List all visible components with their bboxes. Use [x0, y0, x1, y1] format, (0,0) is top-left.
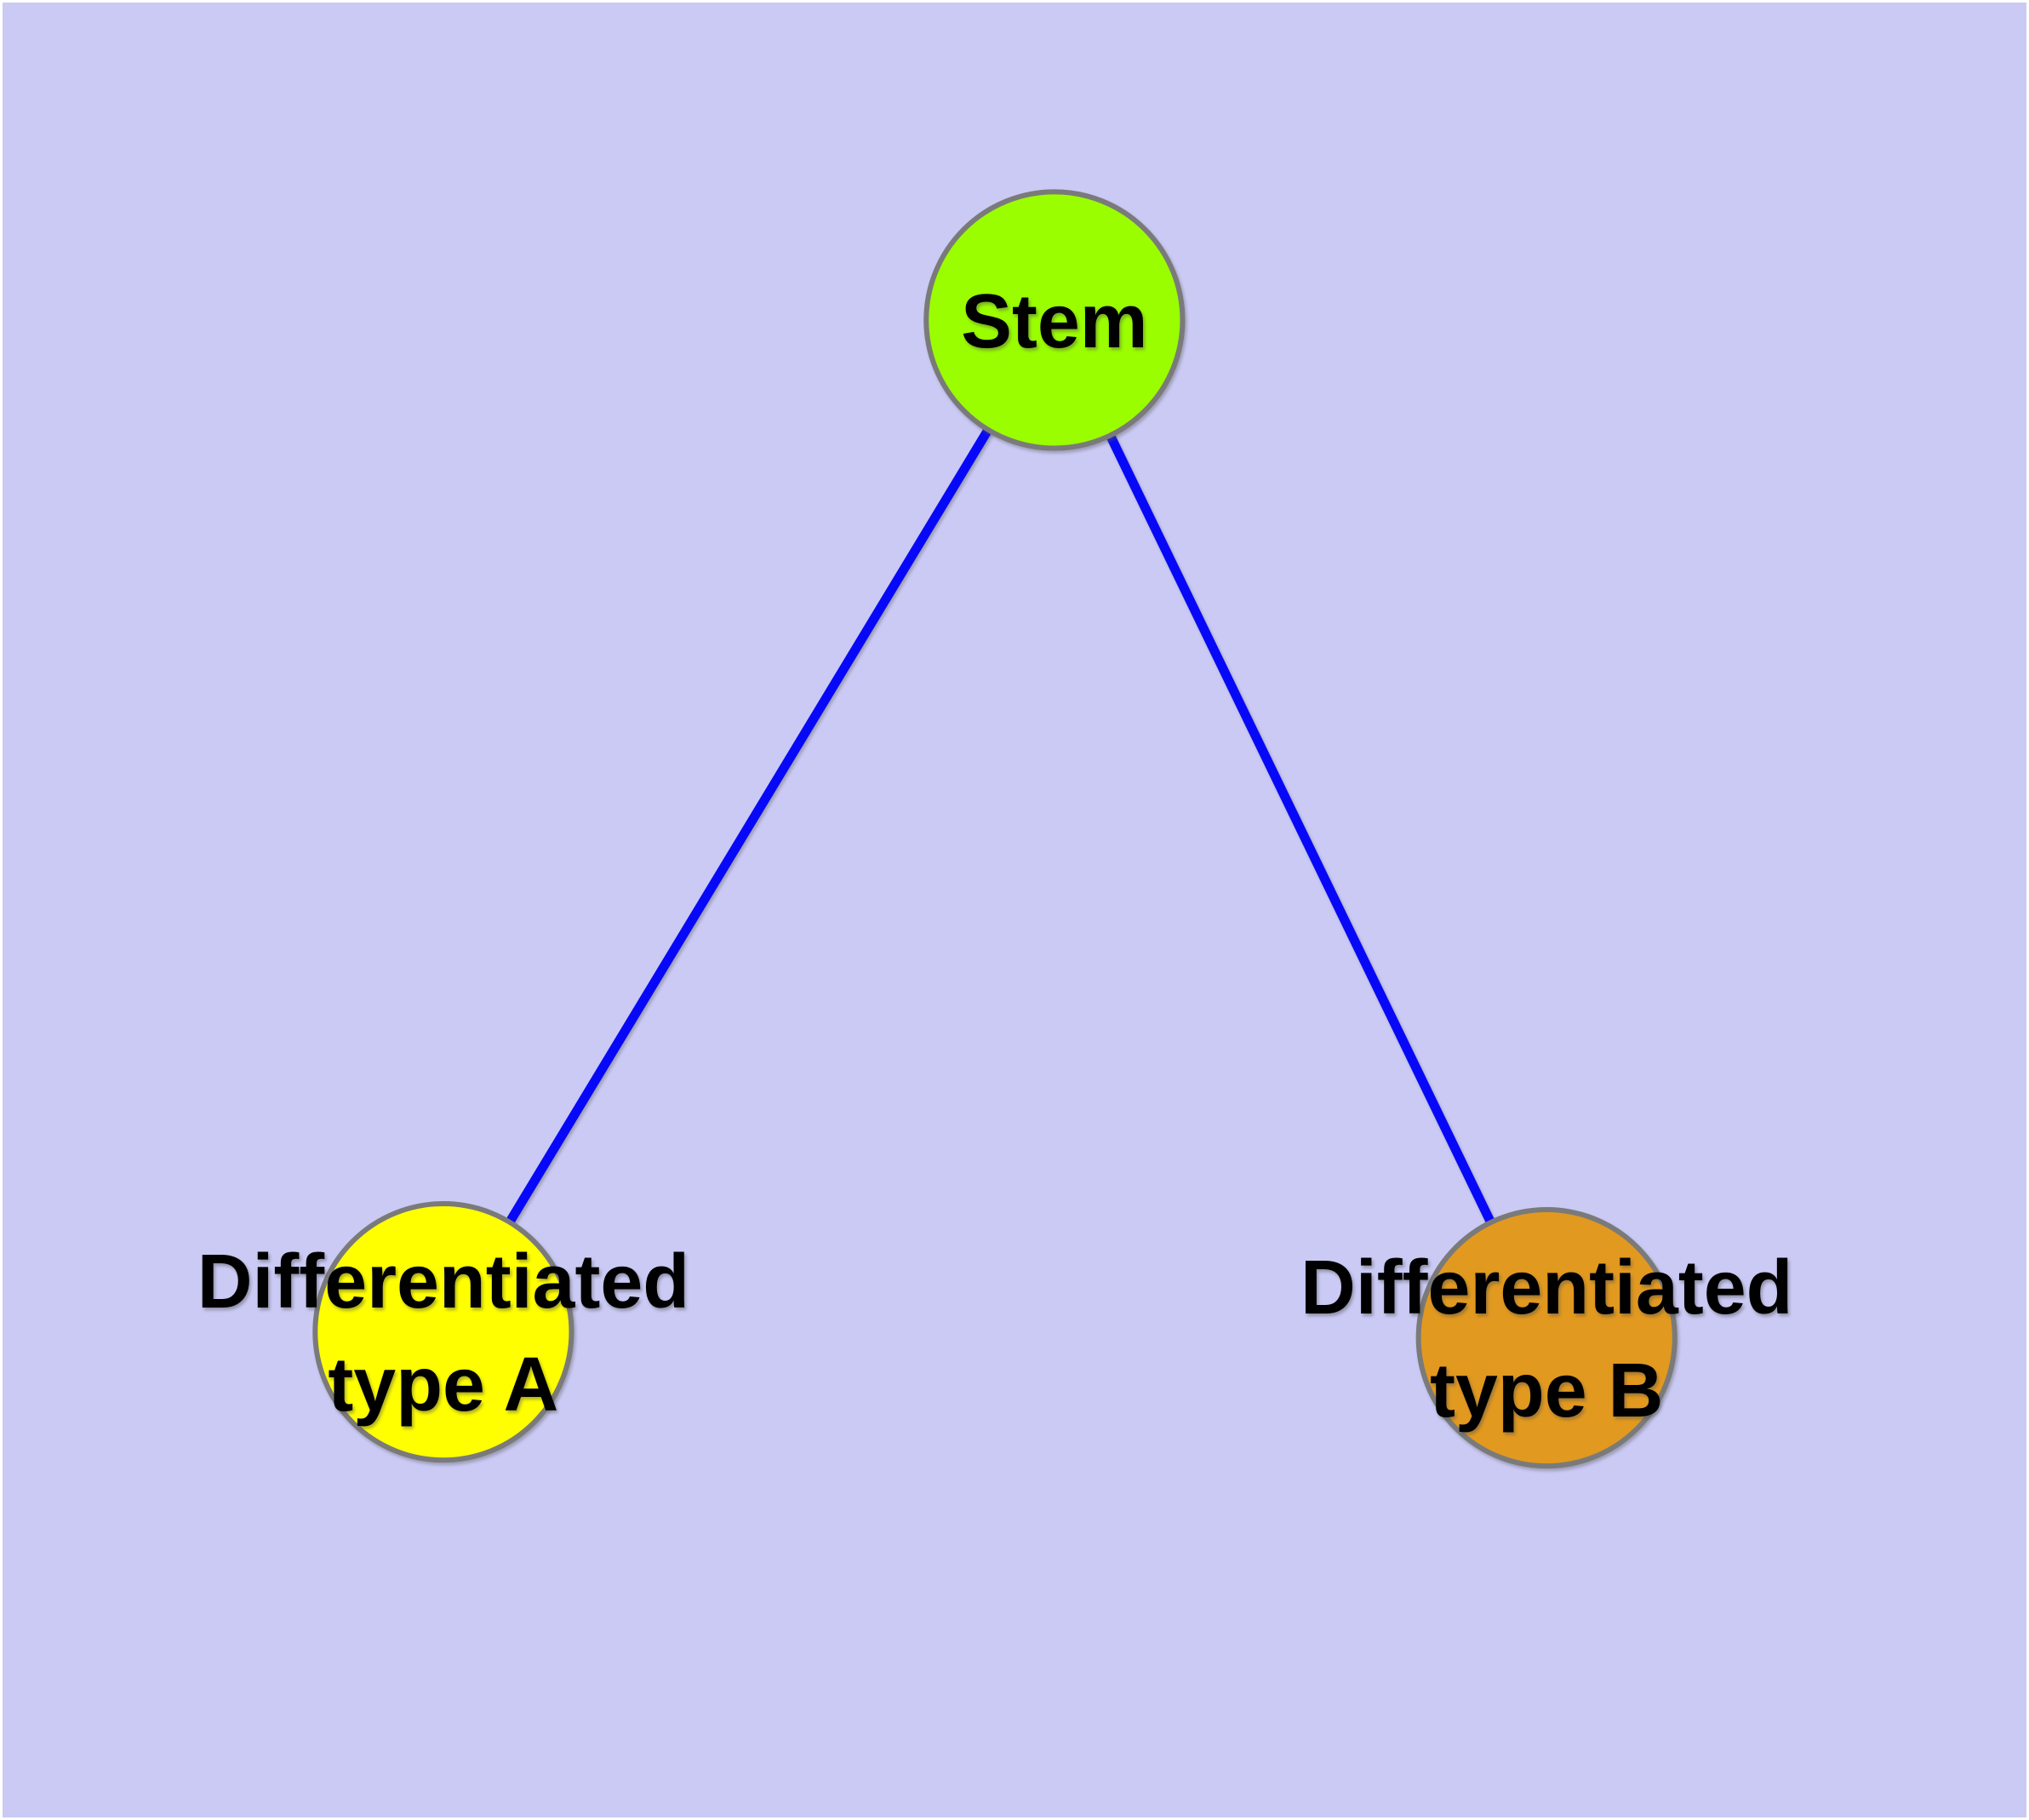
- node-label-typeA: Differentiated type A: [197, 1239, 689, 1428]
- node-label-typeB: Differentiated type B: [1300, 1245, 1792, 1434]
- node-label-line: Stem: [961, 279, 1147, 364]
- node-label-stem: Stem: [961, 279, 1147, 364]
- node-typeA: [312, 1201, 574, 1463]
- node-label-line: type A: [328, 1342, 558, 1428]
- node-label-line: type B: [1430, 1348, 1663, 1434]
- node-label-line: Differentiated: [197, 1239, 689, 1325]
- node-stem: [923, 189, 1186, 451]
- edge-stem-typeB: [1049, 318, 1552, 1340]
- edges-layer: [439, 318, 1552, 1340]
- edge-stem-typeA: [439, 318, 1059, 1335]
- node-label-line: Differentiated: [1300, 1245, 1792, 1331]
- node-typeB: [1415, 1207, 1677, 1469]
- nodes-layer: [312, 189, 1677, 1469]
